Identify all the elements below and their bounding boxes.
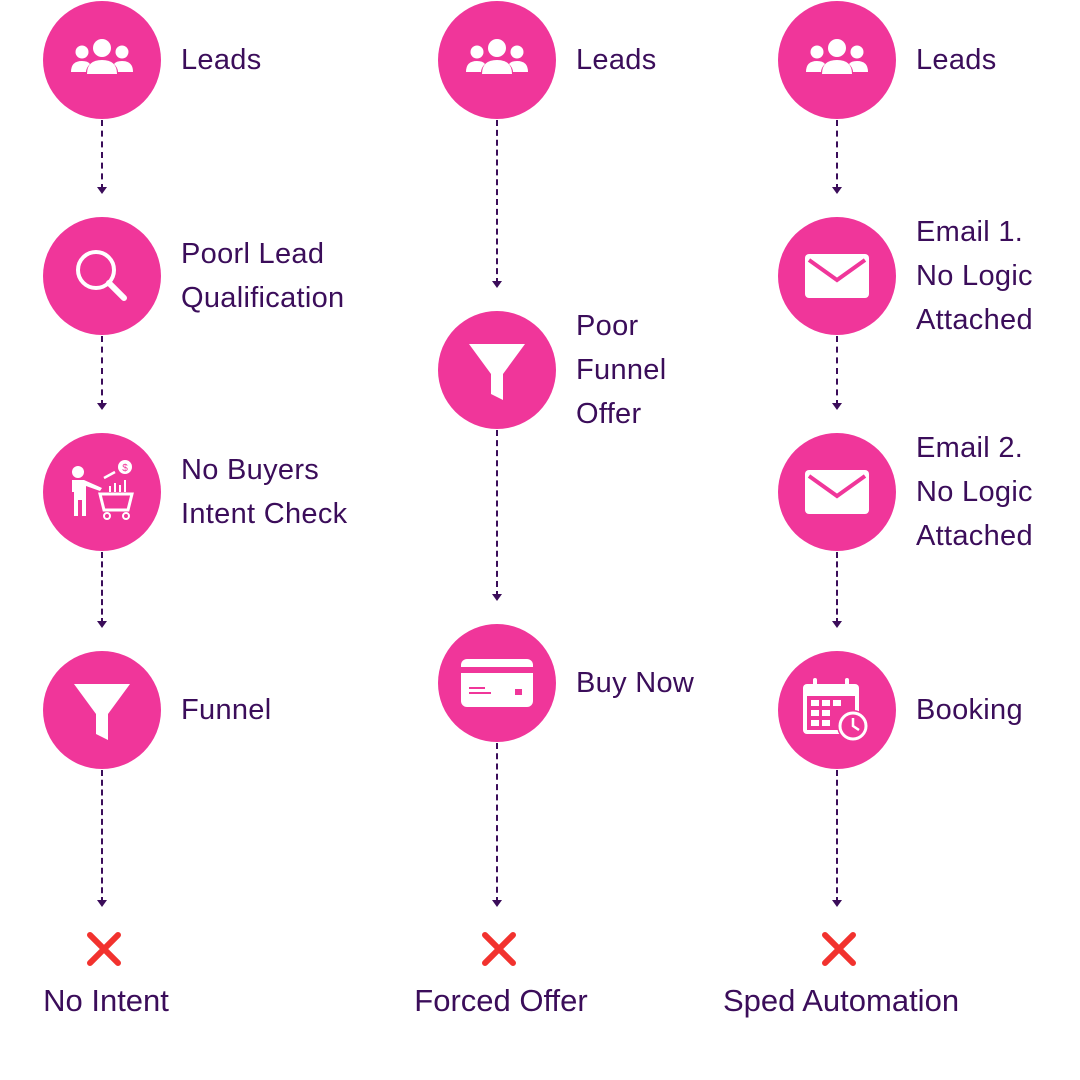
step-circle — [778, 217, 896, 335]
step-label-line: Leads — [916, 44, 997, 76]
dashed-arrow — [492, 743, 502, 907]
step-label-line: Leads — [576, 44, 657, 76]
funnel-icon — [455, 328, 539, 412]
step-label-line: Poorl Lead — [181, 238, 325, 270]
step-circle — [438, 624, 556, 742]
credit-card-icon — [455, 641, 539, 725]
x-mark-icon — [819, 929, 859, 969]
people-icon — [455, 18, 539, 102]
magnifier-icon — [60, 234, 144, 318]
step-circle — [438, 1, 556, 119]
step-circle — [43, 1, 161, 119]
dashed-arrow — [97, 770, 107, 907]
step-circle — [438, 311, 556, 429]
step-circle — [43, 651, 161, 769]
step-label: Leads — [916, 38, 997, 82]
envelope-icon — [795, 450, 879, 534]
step-label-line: No Buyers — [181, 454, 320, 486]
step-circle — [778, 651, 896, 769]
svg-text:$: $ — [122, 463, 128, 474]
step-circle: $ — [43, 433, 161, 551]
step-label: Leads — [576, 38, 657, 82]
step-label-line: Poor — [576, 310, 639, 342]
step-label: Funnel — [181, 688, 271, 732]
step-label-line: Intent Check — [181, 498, 348, 530]
step-label-line: Funnel — [576, 354, 667, 386]
step-circle — [778, 1, 896, 119]
step-label: Booking — [916, 688, 1023, 732]
dashed-arrow — [832, 336, 842, 410]
step-label-line: Offer — [576, 398, 642, 430]
step-label-line: Attached — [916, 520, 1033, 552]
step-label-line: Funnel — [181, 694, 272, 726]
step-label-line: Attached — [916, 304, 1033, 336]
step-label-line: Buy Now — [576, 667, 695, 699]
step-label-line: Leads — [181, 44, 262, 76]
dashed-arrow — [492, 120, 502, 288]
step-label-line: Email 2. — [916, 432, 1024, 464]
step-label: Buy Now — [576, 661, 694, 705]
outcome-label: Sped Automation — [722, 983, 960, 1018]
step-label-line: Email 1. — [916, 216, 1024, 248]
outcome-label: No Intent — [43, 983, 169, 1018]
step-label-line: No Logic — [916, 476, 1033, 508]
step-label: Leads — [181, 38, 262, 82]
step-label-line: Booking — [916, 694, 1023, 726]
dashed-arrow — [832, 552, 842, 628]
outcome-label: Forced Offer — [414, 983, 588, 1018]
shopper-cart-icon: $ — [60, 450, 144, 534]
step-circle — [778, 433, 896, 551]
step-label-line: Qualification — [181, 282, 345, 314]
dashed-arrow — [492, 430, 502, 601]
dashed-arrow — [832, 770, 842, 907]
dashed-arrow — [832, 120, 842, 194]
people-icon — [60, 18, 144, 102]
funnel-icon — [60, 668, 144, 752]
step-label-line: No Logic — [916, 260, 1033, 292]
dashed-arrow — [97, 120, 107, 194]
x-mark-icon — [479, 929, 519, 969]
people-icon — [795, 18, 879, 102]
dashed-arrow — [97, 336, 107, 410]
x-mark-icon — [84, 929, 124, 969]
envelope-icon — [795, 234, 879, 318]
dashed-arrow — [97, 552, 107, 628]
step-circle — [43, 217, 161, 335]
calendar-clock-icon — [795, 668, 879, 752]
